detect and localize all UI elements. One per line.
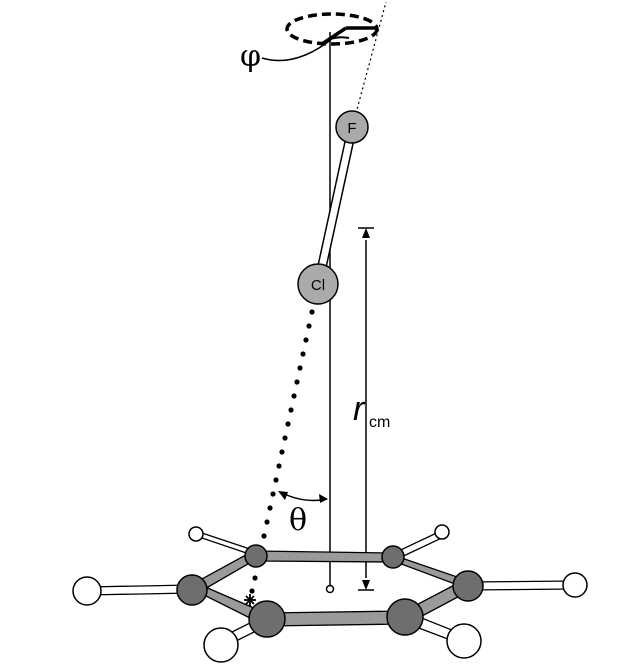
carbon-atom-left — [176, 574, 208, 606]
carbon-atom-right — [452, 570, 484, 602]
carbon-atom-back-right — [381, 545, 405, 569]
chlorine-label: Cl — [311, 277, 325, 294]
phi-leader-line — [261, 37, 334, 62]
chlorine-atom — [297, 263, 339, 305]
rcm-label-main: r — [353, 390, 366, 428]
clf-axis-extension — [351, 1, 387, 129]
rotation-reference-line — [321, 26, 347, 46]
rcm-bottom-arrowhead — [362, 580, 370, 590]
clf-molecule: Cl F — [297, 110, 369, 305]
ch-bond-right — [467, 580, 576, 591]
theta-angle-indicator: θ — [278, 491, 328, 538]
fluorine-atom — [335, 110, 369, 144]
theta-label: θ — [289, 503, 307, 538]
rcm-label-subscript: cm — [369, 414, 390, 431]
hydrogen-atom-back-right — [434, 524, 450, 540]
dotted-line-end-star — [244, 594, 256, 606]
theta-arrowhead-left — [278, 491, 288, 500]
theta-arrowhead-right — [319, 494, 328, 503]
hydrogen-atom-front-right — [446, 623, 482, 659]
hydrogen-atom-right — [562, 572, 588, 598]
rotation-ellipse — [285, 12, 379, 46]
rotation-ellipse-group: φ — [240, 12, 379, 74]
hydrogen-atom-back-left — [188, 526, 204, 542]
rcm-top-arrowhead — [362, 228, 370, 238]
ch-bond-left — [85, 584, 192, 596]
benzene-molecule — [72, 524, 588, 663]
ring-center-marker — [325, 584, 335, 594]
hydrogen-atom-left — [72, 576, 102, 606]
phi-label: φ — [240, 39, 261, 74]
rcm-distance-indicator: r cm — [353, 227, 390, 591]
clf-bond — [313, 127, 357, 287]
cc-bond-front — [265, 610, 406, 627]
carbon-atom-front-right — [386, 598, 424, 636]
carbon-atom-front-left — [248, 600, 286, 638]
hydrogen-atom-front-left — [203, 627, 239, 663]
cc-bond-back — [255, 550, 394, 563]
carbon-atom-back-left — [244, 544, 268, 568]
fluorine-label: F — [347, 120, 356, 137]
